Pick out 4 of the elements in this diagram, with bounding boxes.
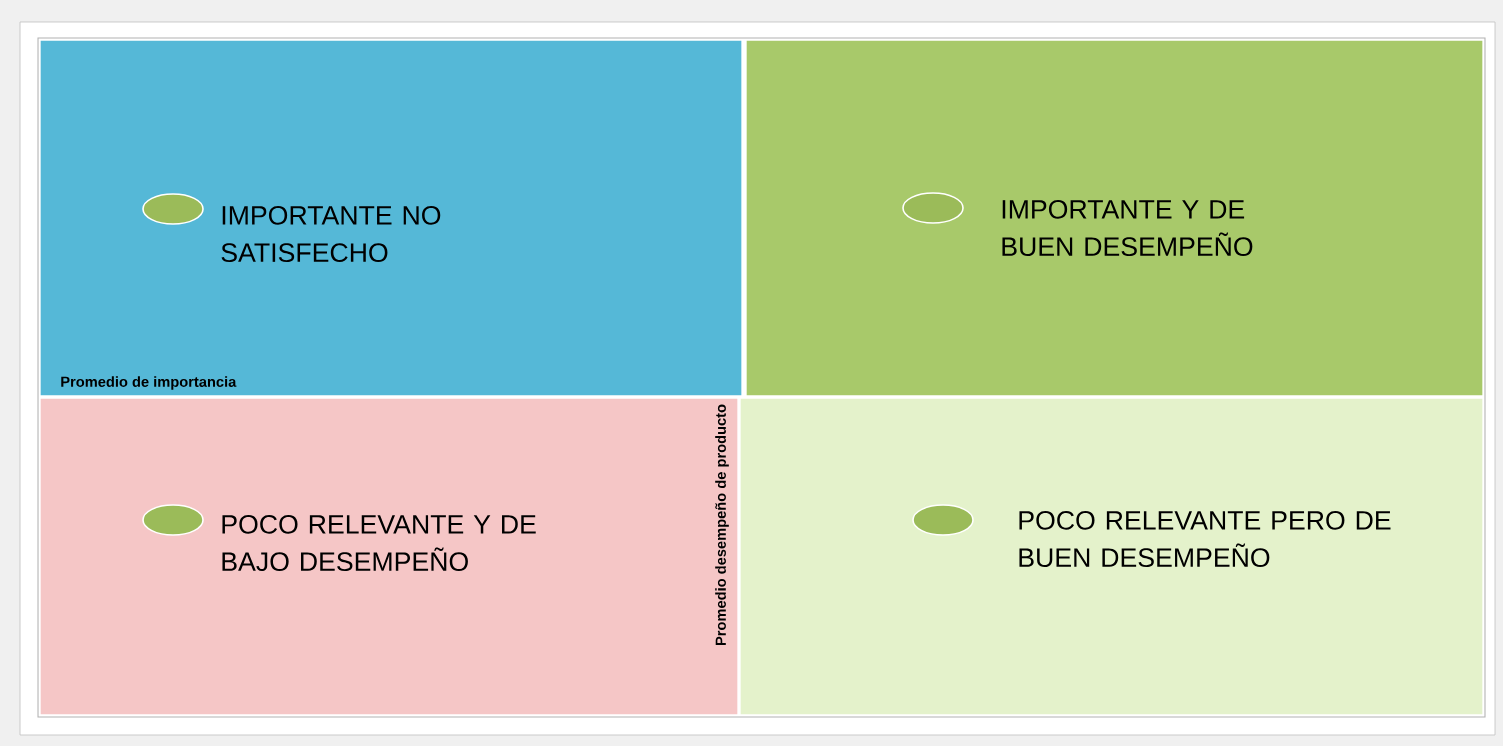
quadrant-box: POCO RELEVANTE PERO DE BUEN DESEMPEÑO bbox=[739, 397, 1484, 716]
axis-label: Promedio desempeño de producto bbox=[715, 404, 729, 646]
axis-label: Promedio de importancia bbox=[61, 376, 237, 390]
quadrant-box: IMPORTANTE Y DE BUEN DESEMPEÑO bbox=[745, 39, 1484, 397]
